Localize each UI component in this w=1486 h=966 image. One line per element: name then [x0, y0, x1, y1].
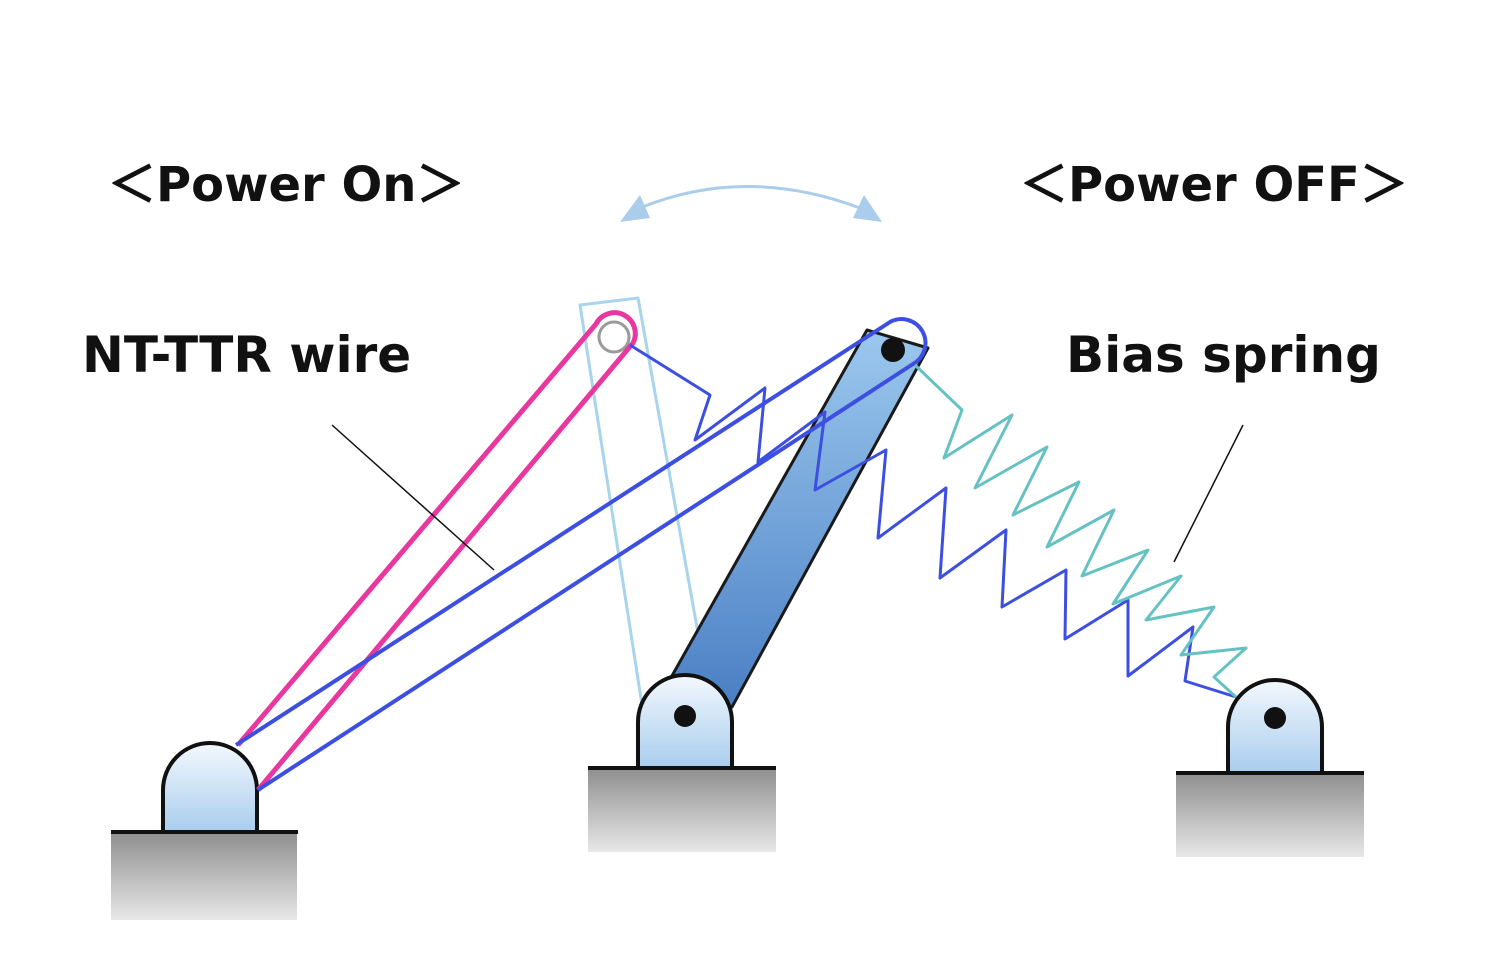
base-left: [111, 830, 298, 920]
base-right: [1176, 771, 1364, 857]
wire-anchor-left: [161, 741, 259, 834]
spring-mount-right: [1226, 678, 1324, 775]
base-center: [588, 766, 776, 852]
power-off-label: ＜Power OFF＞: [1020, 157, 1408, 213]
pivot-mount-center: [636, 673, 734, 770]
wire-leader-line: [331, 424, 495, 571]
power-on-label: ＜Power On＞: [108, 157, 465, 213]
spring-label: Bias spring: [1066, 326, 1381, 384]
wire-power-off: [234, 317, 928, 792]
spring-power-off: [913, 363, 1248, 699]
spring-power-on: [629, 343, 1237, 699]
wire-label: NT-TTR wire: [82, 326, 412, 384]
swing-arrow: [620, 185, 882, 222]
spring-leader-line: [1173, 424, 1244, 563]
arm-tip-pivot: [881, 338, 905, 362]
wire-power-on: [236, 310, 638, 792]
arm-power-off: [662, 328, 930, 709]
